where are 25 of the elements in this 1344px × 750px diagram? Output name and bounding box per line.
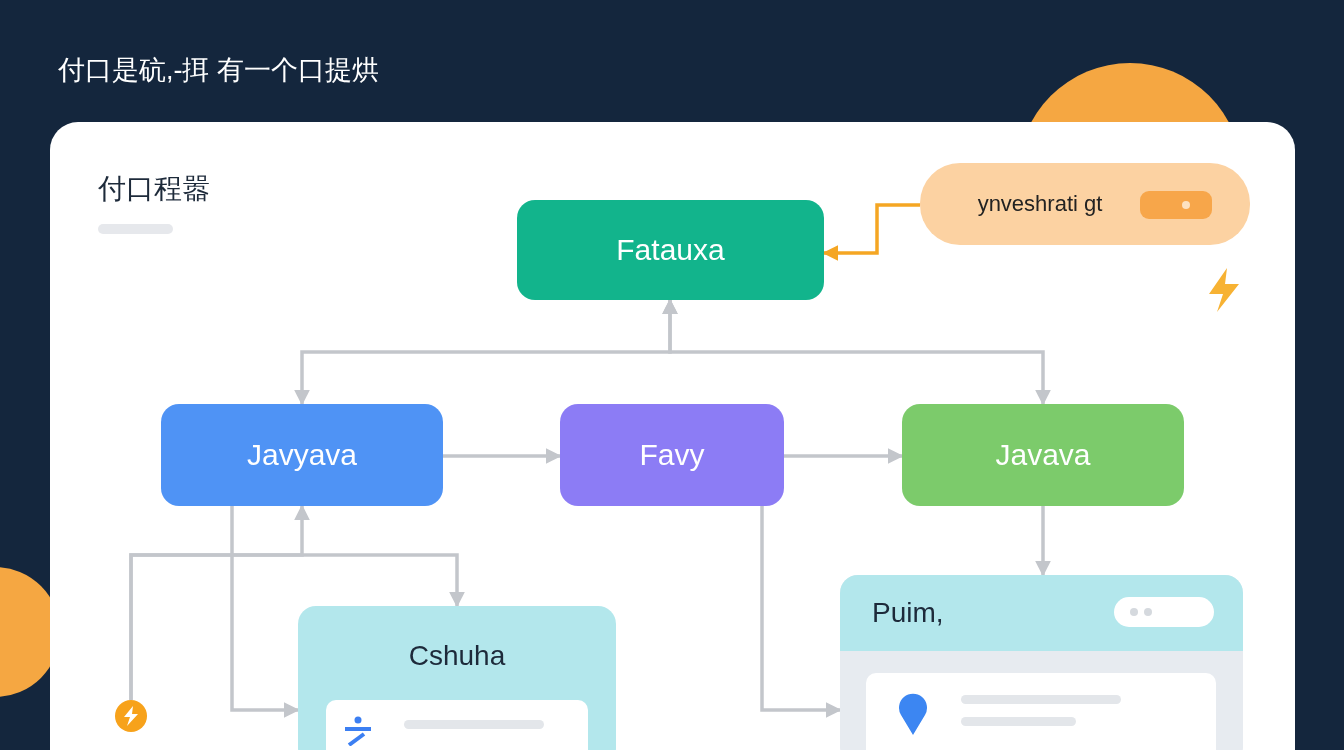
subtitle: 付口是砊,-挕 有一个口提烘 [58,54,379,87]
class-box [560,404,784,506]
diagram-card [50,122,1295,750]
arrow [129,553,465,700]
note-label: ynveshrati gt [977,191,1103,217]
node-label: Puim, [872,597,944,629]
arrow [1035,506,1051,577]
panel-card [840,575,1243,750]
node-label: Fatauxa [616,233,725,267]
arrow [443,448,562,464]
lightning-badge [115,700,147,732]
arrow [230,506,300,718]
arrow [822,203,920,261]
class-box [161,404,443,506]
interface-card [298,606,616,750]
node-label: Javyava [246,438,358,472]
arrow [760,506,842,718]
class-box [517,200,824,300]
node-label: Cshuha [407,640,507,672]
card-heading: 付口程嚣 [98,172,210,206]
class-box [902,404,1184,506]
node-label: Javava [995,438,1091,472]
arrow [784,448,904,464]
node-label: Favy [639,438,705,472]
arrow [662,298,1051,406]
